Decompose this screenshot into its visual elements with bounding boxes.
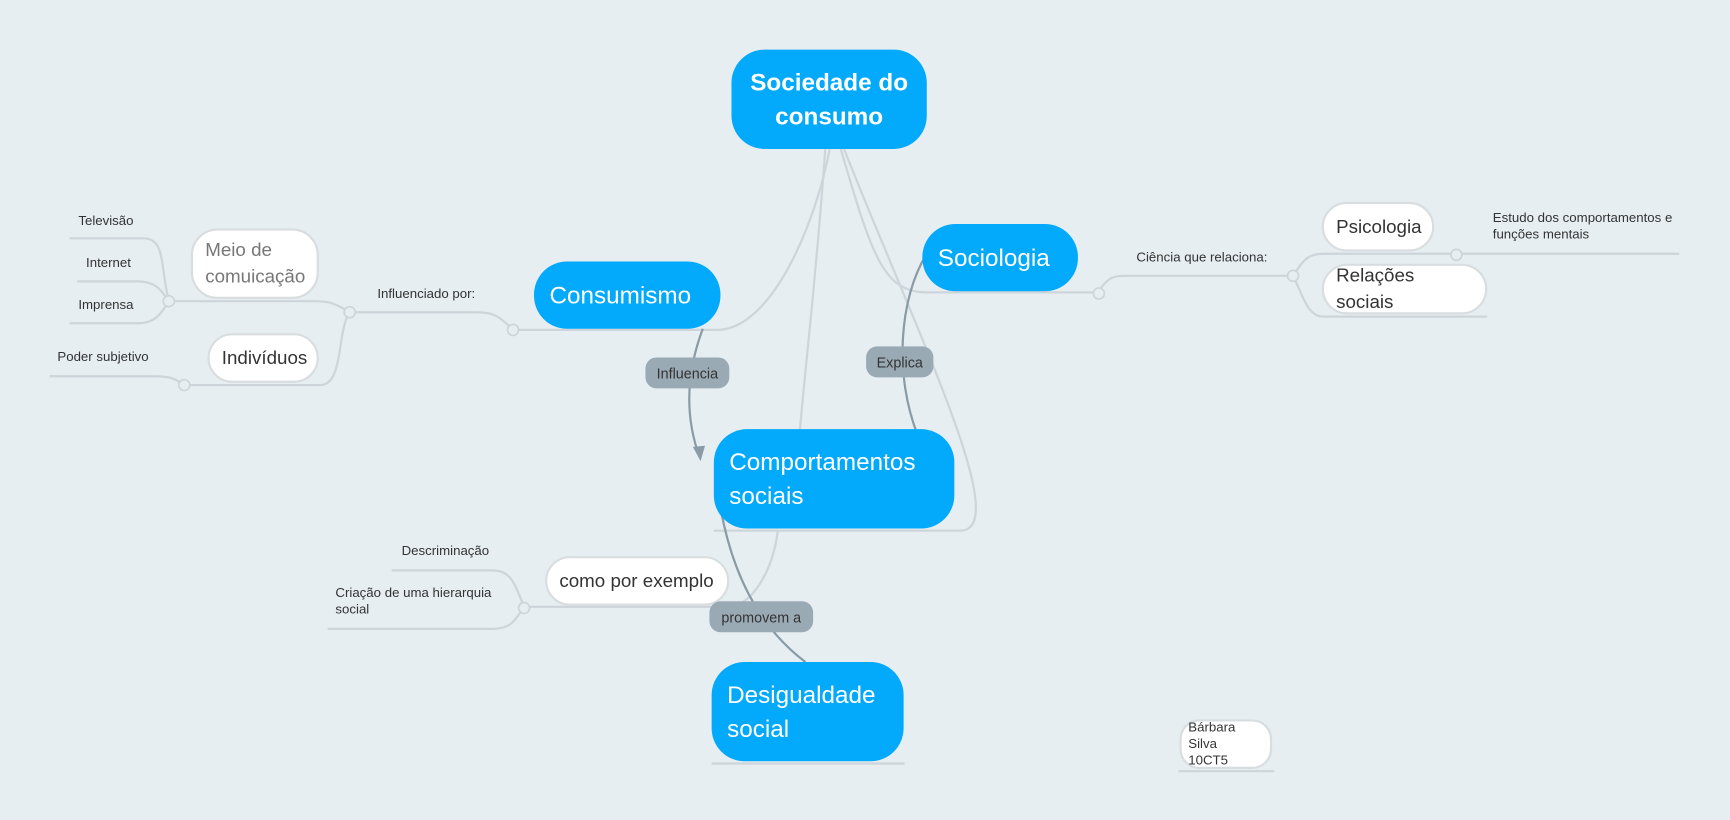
relation-text: Influencia [656, 364, 719, 382]
subtopic-individuos[interactable]: Indivíduos [207, 333, 319, 383]
subtopic-relacoes-sociais[interactable]: Relações sociais [1321, 263, 1488, 315]
note-psicologia[interactable]: Estudo dos comportamentos e funções ment… [1492, 209, 1673, 242]
topic-label: Comportamentos sociais [729, 447, 916, 510]
connector-influenciado [349, 311, 514, 331]
connector-relacoes [1292, 275, 1488, 318]
topic-label: Desigualdade social [727, 680, 876, 743]
topic-desigualdade[interactable]: Desigualdade social [711, 661, 904, 762]
relation-text: promovem a [721, 608, 802, 626]
subtopic-label: Indivíduos [221, 346, 308, 368]
topic-comportamentos[interactable]: Comportamentos sociais [713, 429, 955, 529]
topic-label: Consumismo [549, 281, 692, 309]
subtopic-psicologia[interactable]: Psicologia [1321, 201, 1435, 252]
root-topic[interactable]: Sociedade do consumo [731, 49, 927, 149]
label-influenciado-por[interactable]: Influenciado por: [377, 285, 476, 302]
subtopic-meio-comunicacao[interactable]: Meio de comuicação [190, 228, 319, 299]
arrow-head-icon [692, 445, 706, 462]
connector-root-sociologia [839, 148, 1294, 294]
root-title: Sociedade do consumo [750, 68, 909, 131]
relation-explica-line [901, 253, 928, 437]
relation-influencia-line [688, 328, 704, 458]
topic-sociologia[interactable]: Sociologia [922, 223, 1078, 292]
relation-text: Explica [876, 353, 923, 371]
topic-consumismo[interactable]: Consumismo [533, 261, 721, 329]
item-hierarquia[interactable]: Criação de uma hierarquia social [335, 584, 492, 617]
relation-label-influencia[interactable]: Influencia [645, 357, 730, 389]
subtopic-como-por-exemplo[interactable]: como por exemplo [545, 556, 730, 606]
label-ciencia-relaciona[interactable]: Ciência que relaciona: [1136, 249, 1268, 265]
connector-root-comportamentos [798, 148, 827, 431]
item-descriminacao[interactable]: Descriminação [401, 542, 490, 559]
author-name: Bárbara Silva [1188, 719, 1236, 752]
subtopic-label: como por exemplo [559, 569, 714, 591]
item-poder-subjetivo[interactable]: Poder subjetivo [57, 348, 149, 365]
item-internet[interactable]: Internet [86, 254, 131, 271]
relation-label-explica[interactable]: Explica [866, 346, 934, 378]
topic-label: Sociologia [937, 243, 1050, 272]
subtopic-label: Psicologia [1336, 215, 1422, 237]
connector-root-comportamentos-outer [713, 148, 977, 532]
relation-label-promovem[interactable]: promovem a [709, 601, 814, 633]
subtopic-label: Meio de comuicação [205, 239, 306, 287]
subtopic-label: Relações sociais [1336, 264, 1415, 313]
item-imprensa[interactable]: Imprensa [78, 296, 134, 313]
author-class: 10CT5 [1188, 752, 1229, 768]
item-televisao[interactable]: Televisão [78, 212, 134, 229]
